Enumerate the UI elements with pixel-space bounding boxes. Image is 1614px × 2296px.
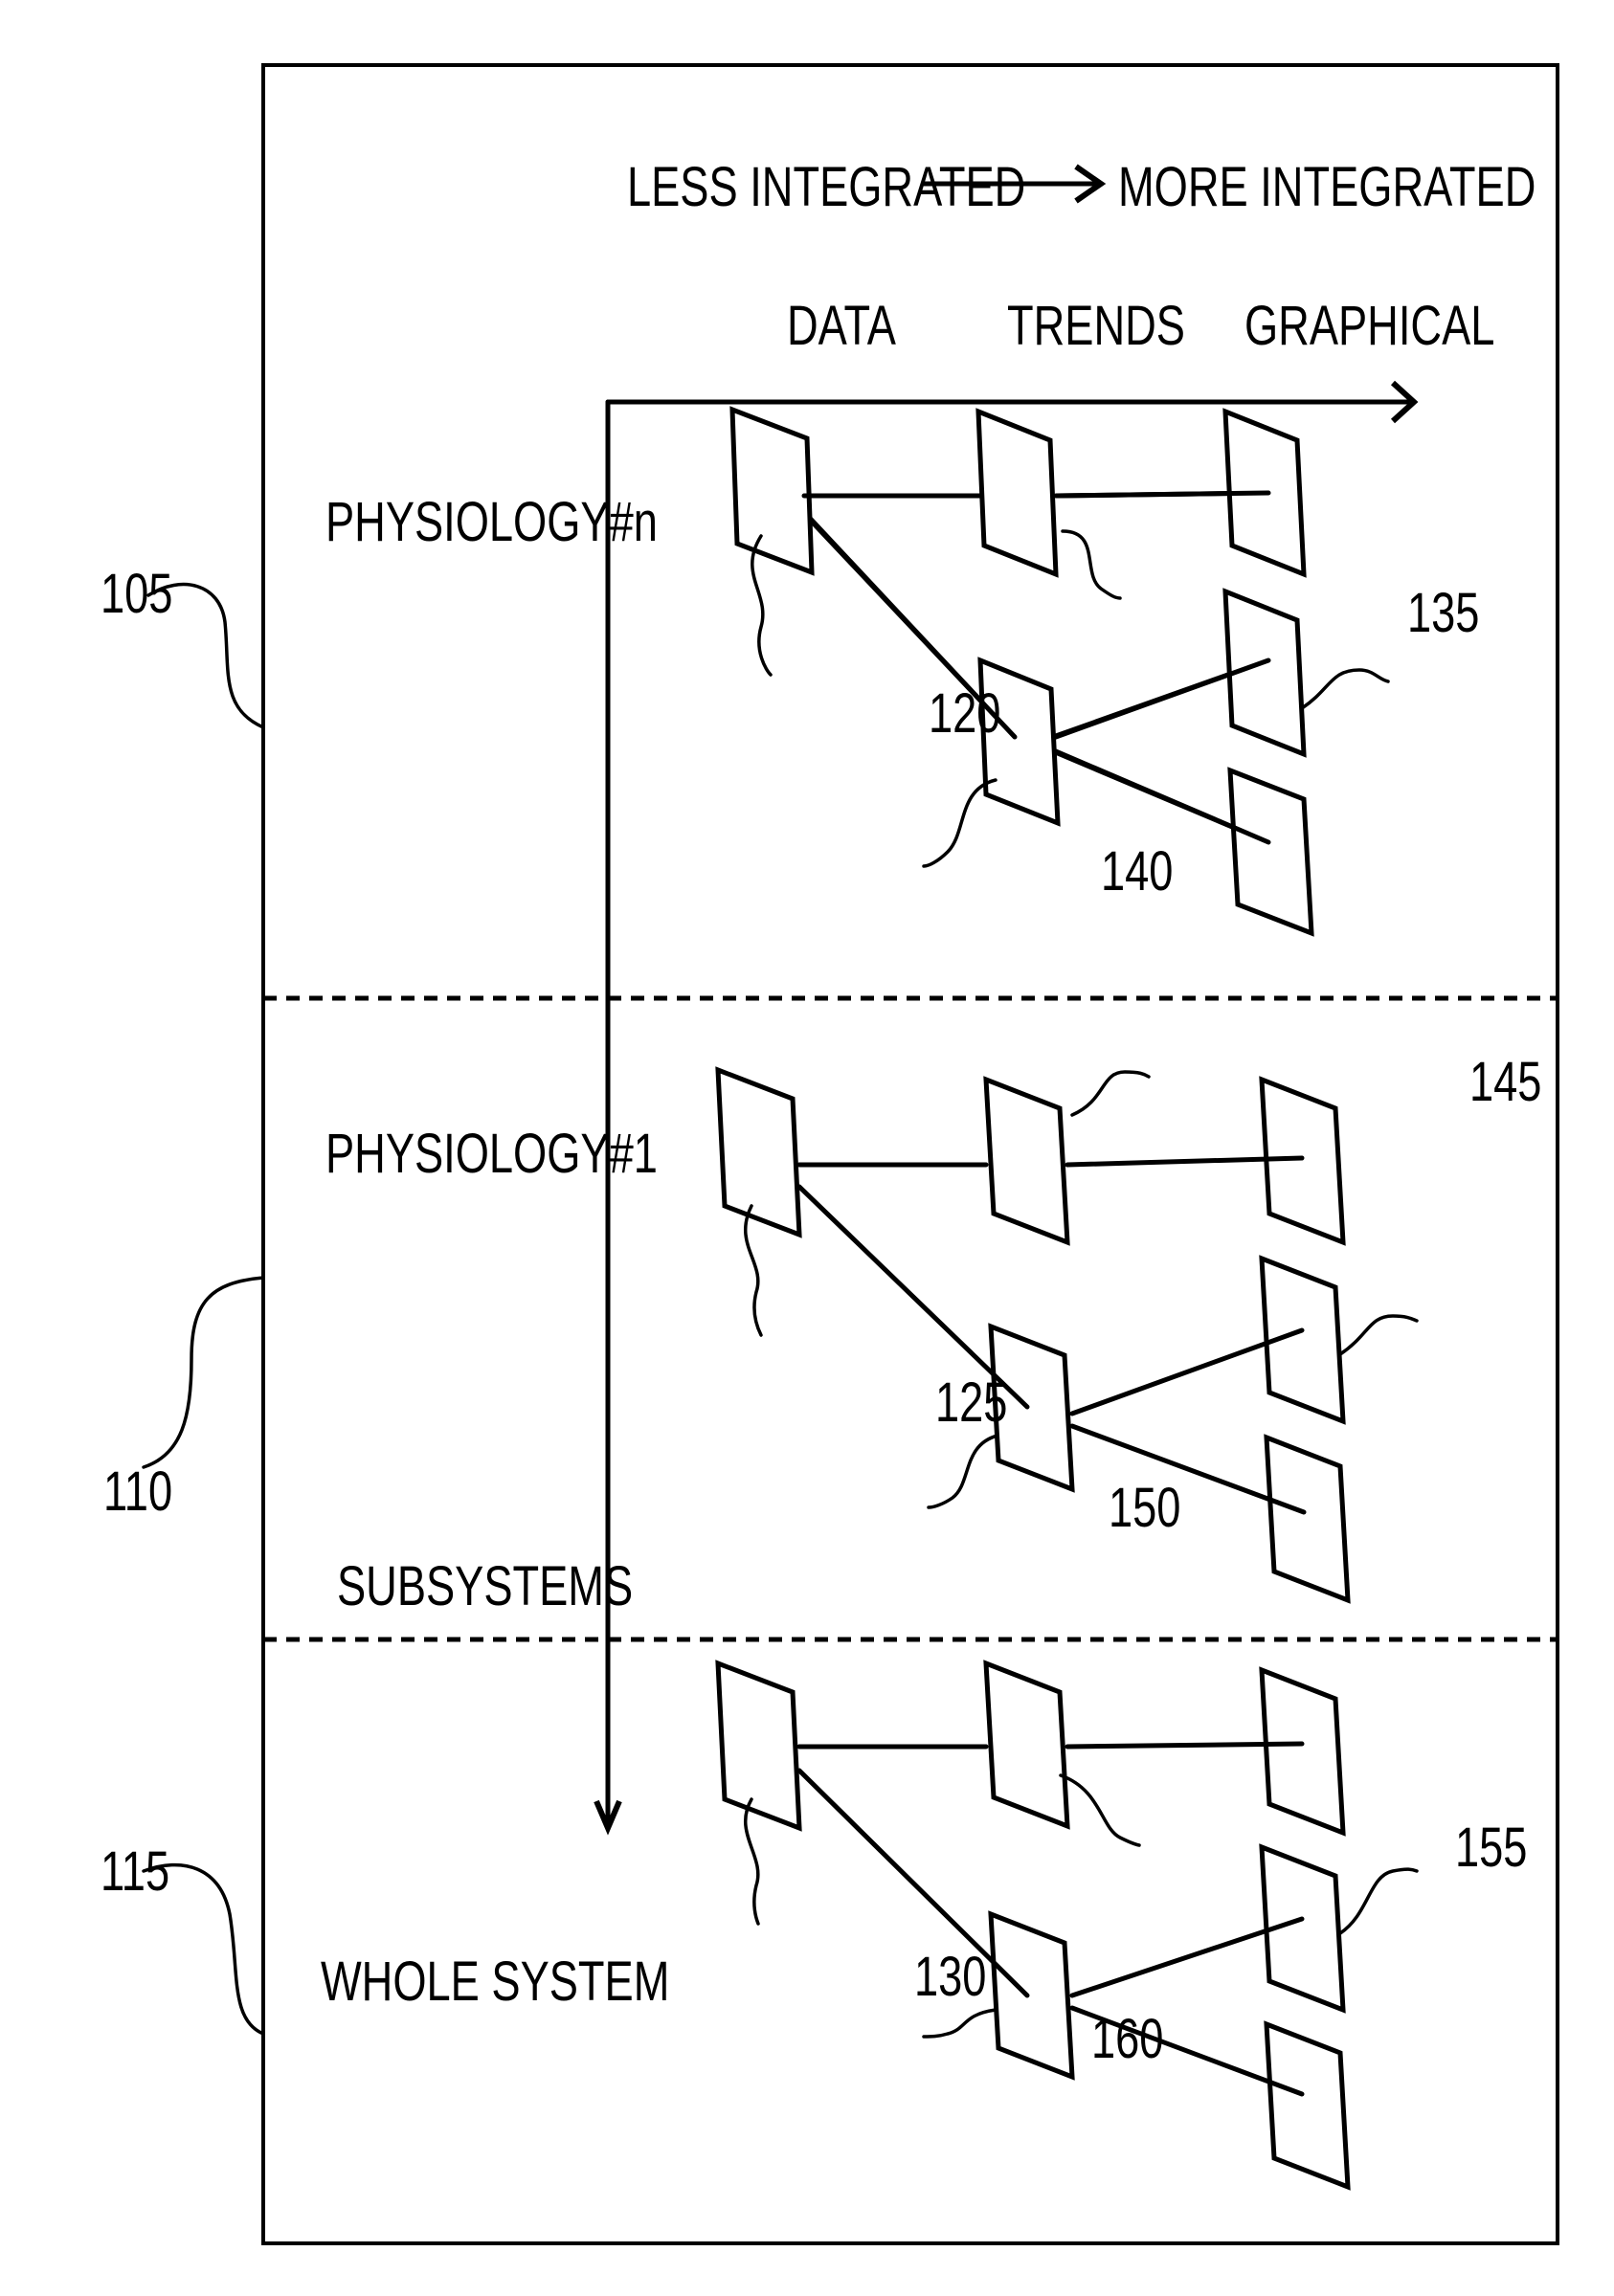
graphical-box-bottom-3 — [1267, 2024, 1348, 2187]
less-integrated-label: LESS INTEGRATED — [627, 157, 1025, 219]
ref-160: 160 — [1091, 2009, 1163, 2071]
row-physiology-n: PHYSIOLOGY#n — [325, 492, 658, 554]
trends-box-135 — [978, 412, 1056, 574]
ref-125: 125 — [935, 1372, 1007, 1435]
column-graphical: GRAPHICAL — [1244, 296, 1494, 358]
ref-130: 130 — [914, 1947, 986, 2009]
trends-box-155 — [986, 1663, 1067, 1826]
row-subsystems: SUBSYSTEMS — [337, 1556, 633, 1618]
column-trends: TRENDS — [1007, 296, 1185, 358]
row-physiology-1: PHYSIOLOGY#1 — [325, 1124, 658, 1186]
ref-120: 120 — [929, 683, 1000, 746]
data-box-125 — [718, 1070, 799, 1235]
ref-155: 155 — [1455, 1817, 1527, 1880]
ref-110: 110 — [103, 1461, 172, 1524]
ref-115: 115 — [101, 1841, 169, 1904]
graphical-box-bottom — [1230, 770, 1311, 933]
ref-135: 135 — [1407, 583, 1479, 645]
graphical-box-top-3 — [1262, 1670, 1343, 1833]
trends-box-145 — [986, 1080, 1067, 1242]
column-data: DATA — [787, 296, 896, 358]
section-whole-system — [718, 1663, 1348, 2187]
data-box-120 — [732, 410, 812, 572]
more-integrated-label: MORE INTEGRATED — [1118, 157, 1536, 219]
ref-150: 150 — [1109, 1478, 1180, 1540]
graphical-box-bottom-2 — [1267, 1438, 1348, 1600]
ref-105: 105 — [101, 564, 172, 626]
row-whole-system: WHOLE SYSTEM — [321, 1951, 669, 2014]
trends-box-160 — [991, 1914, 1072, 2077]
ref-140: 140 — [1101, 841, 1173, 903]
data-box-130 — [718, 1663, 799, 1828]
ref-145: 145 — [1469, 1052, 1541, 1114]
section-physiology-n — [732, 410, 1311, 933]
section-physiology-1 — [718, 1070, 1348, 1600]
